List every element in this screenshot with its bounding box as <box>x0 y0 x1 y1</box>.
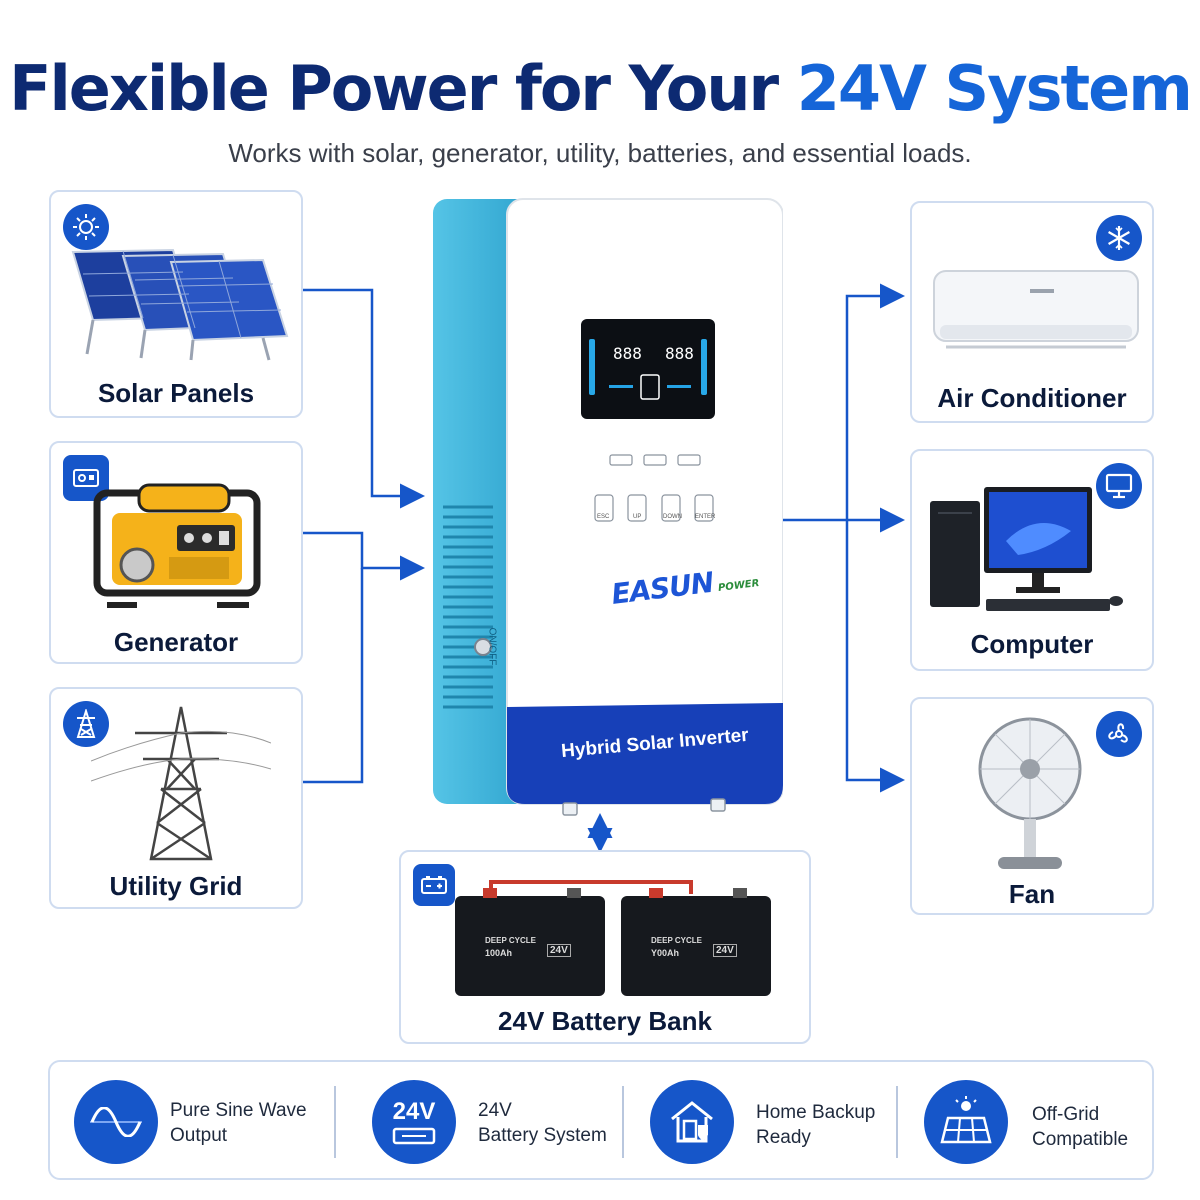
home-shield-icon <box>650 1080 734 1164</box>
battery-units-image <box>455 880 771 996</box>
feature-2-badge: 24V <box>392 1098 436 1125</box>
transmission-tower-icon <box>63 701 109 747</box>
fan-image <box>978 717 1082 869</box>
button-esc-label: ESC <box>597 514 610 520</box>
svg-text:888: 888 <box>613 344 642 363</box>
source-card-solar: Solar Panels <box>49 190 303 418</box>
battery-2-voltage: 24V <box>713 944 737 957</box>
battery-bank-label: 24V Battery Bank <box>498 1006 712 1036</box>
source-label-solar: Solar Panels <box>97 378 255 408</box>
battery-1-voltage: 24V <box>547 944 571 957</box>
source-card-generator: Generator <box>49 441 303 664</box>
source-label-generator: Generator <box>113 627 239 657</box>
sine-wave-icon <box>74 1080 158 1164</box>
power-tower-image <box>91 706 271 861</box>
generator-image <box>93 483 261 608</box>
brand-sub: POWER <box>717 577 760 594</box>
feature-3-line1: Home Backup <box>756 1102 876 1123</box>
feature-4-line1: Off-Grid <box>1032 1104 1100 1125</box>
source-card-utility: Utility Grid <box>49 687 303 909</box>
feature-divider <box>334 1086 336 1158</box>
feature-4-line2: Compatible <box>1032 1129 1129 1150</box>
page-subtitle: Works with solar, generator, utility, ba… <box>228 138 972 168</box>
snowflake-icon <box>1096 215 1142 261</box>
inverter-body: 888 888 <box>433 198 784 816</box>
load-card-fan: Fan <box>910 697 1154 915</box>
title-highlight: 24V System <box>796 52 1193 125</box>
battery-2-capacity: Y00Ah <box>651 948 680 958</box>
battery-icon <box>413 864 455 906</box>
svg-text:888: 888 <box>665 344 694 363</box>
button-up-label: UP <box>633 514 642 520</box>
feature-1-line1: Pure Sine Wave <box>170 1100 307 1121</box>
feature-divider <box>622 1086 624 1158</box>
computer-image <box>930 487 1123 611</box>
button-down-label: DOWN <box>663 514 682 520</box>
battery-1-type: DEEP CYCLE <box>485 936 536 945</box>
battery-24v-icon: 24V <box>372 1080 456 1164</box>
load-card-air-conditioner: Air Conditioner <box>910 201 1154 423</box>
fan-icon <box>1096 711 1142 757</box>
feature-3-line2: Ready <box>756 1127 811 1148</box>
solar-panels-image <box>71 248 289 361</box>
feature-2-line2: Battery System <box>478 1125 607 1146</box>
solar-panel-icon <box>924 1080 1008 1164</box>
battery-2-type: DEEP CYCLE <box>651 936 702 945</box>
feature-1-line2: Output <box>170 1125 228 1146</box>
load-label-air-conditioner: Air Conditioner <box>937 383 1127 413</box>
monitor-icon <box>1096 463 1142 509</box>
feature-2-line1: 24V <box>478 1100 512 1121</box>
load-label-fan: Fan <box>1008 879 1056 909</box>
air-conditioner-image <box>933 270 1139 349</box>
feature-2-text: 24V Battery System <box>478 1098 607 1148</box>
battery-bank-card: DEEP CYCLE 100Ah 24V DEEP CYCLE Y00Ah 24… <box>399 850 811 1044</box>
inverter-switch-label: ON/OFF <box>486 627 498 666</box>
feature-divider <box>896 1086 898 1158</box>
title-main: Flexible Power for Your <box>9 52 797 125</box>
battery-1-capacity: 100Ah <box>485 948 513 958</box>
sun-icon <box>63 204 109 250</box>
load-label-computer: Computer <box>970 629 1094 659</box>
source-label-utility: Utility Grid <box>109 871 243 901</box>
load-card-computer: Computer <box>910 449 1154 671</box>
button-enter-label: ENTER <box>695 514 716 520</box>
page-title: Flexible Power for Your 24V System <box>0 52 1200 125</box>
